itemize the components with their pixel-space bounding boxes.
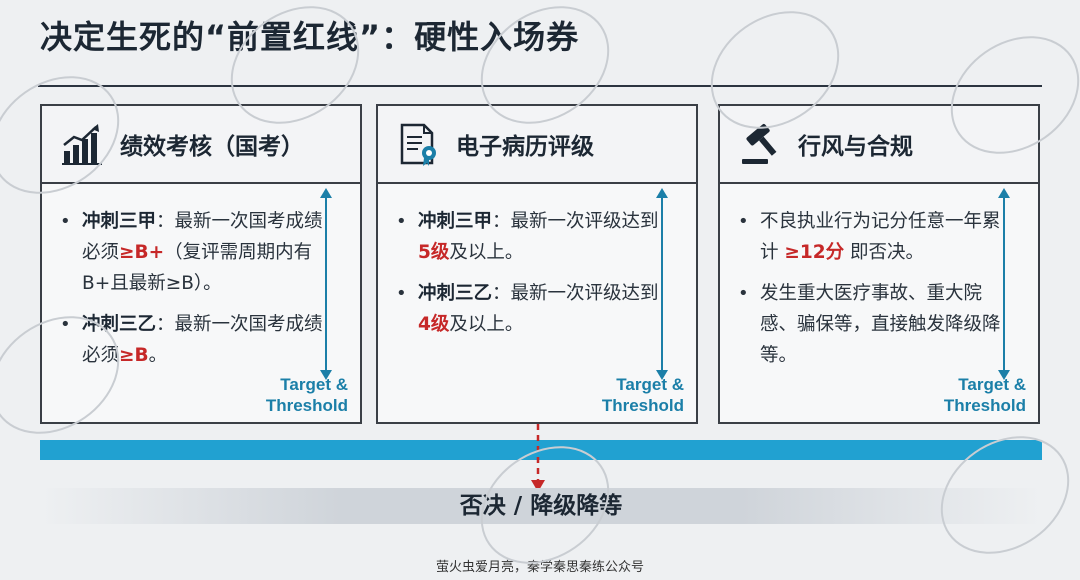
list-item: •不良执业行为记分任意一年累计 ≥12分 即否决。: [738, 211, 1001, 263]
bar-chart-trend-icon: [62, 124, 102, 165]
target-threshold-label: Target &Threshold: [601, 375, 684, 415]
list-item: •冲刺三甲：最新一次国考成绩必须≥B+（复评需周期内有B+且最新≥B）。: [60, 211, 323, 294]
double-arrow-icon: [656, 188, 668, 380]
panel-header: 绩效考核（国考）: [42, 106, 360, 184]
title-divider: [38, 85, 1042, 87]
panel-conduct-compliance: 行风与合规 •不良执业行为记分任意一年累计 ≥12分 即否决。 •发生重大医疗事…: [718, 104, 1040, 424]
panel-header: 行风与合规: [720, 106, 1038, 184]
double-arrow-icon: [998, 188, 1010, 380]
list-item: •发生重大医疗事故、重大院感、骗保等，直接触发降级降等。: [738, 283, 1001, 366]
footer-caption: 萤火虫爱月亮，秦学秦思秦练公众号: [435, 560, 644, 575]
panel-header: 电子病历评级: [378, 106, 696, 184]
list-item: •冲刺三乙：最新一次国考成绩必须≥B。: [60, 314, 323, 366]
panel-title: 行风与合规: [798, 134, 913, 160]
page-title: 决定生死的“前置红线”：硬性入场券: [40, 18, 580, 56]
double-arrow-icon: [320, 188, 332, 380]
target-threshold-label: Target &Threshold: [943, 375, 1026, 415]
certificate-document-icon: [400, 123, 436, 166]
panel-emr-rating: 电子病历评级 •冲刺三甲：最新一次评级达到 5级及以上。 •冲刺三乙：最新一次评…: [376, 104, 698, 424]
panel-title: 电子病历评级: [456, 134, 594, 160]
list-item: •冲刺三甲：最新一次评级达到 5级及以上。: [396, 211, 659, 263]
veto-downgrade-label: 否决 / 降级降等: [40, 488, 1042, 524]
dashed-down-arrow-icon: [531, 424, 545, 492]
gavel-icon: [742, 123, 777, 164]
list-item: •冲刺三乙：最新一次评级达到 4级及以上。: [396, 283, 659, 335]
target-threshold-label: Target &Threshold: [265, 375, 348, 415]
panel-performance-assessment: 绩效考核（国考） •冲刺三甲：最新一次国考成绩必须≥B+（复评需周期内有B+且最…: [40, 104, 362, 424]
panel-title: 绩效考核（国考）: [120, 134, 304, 160]
